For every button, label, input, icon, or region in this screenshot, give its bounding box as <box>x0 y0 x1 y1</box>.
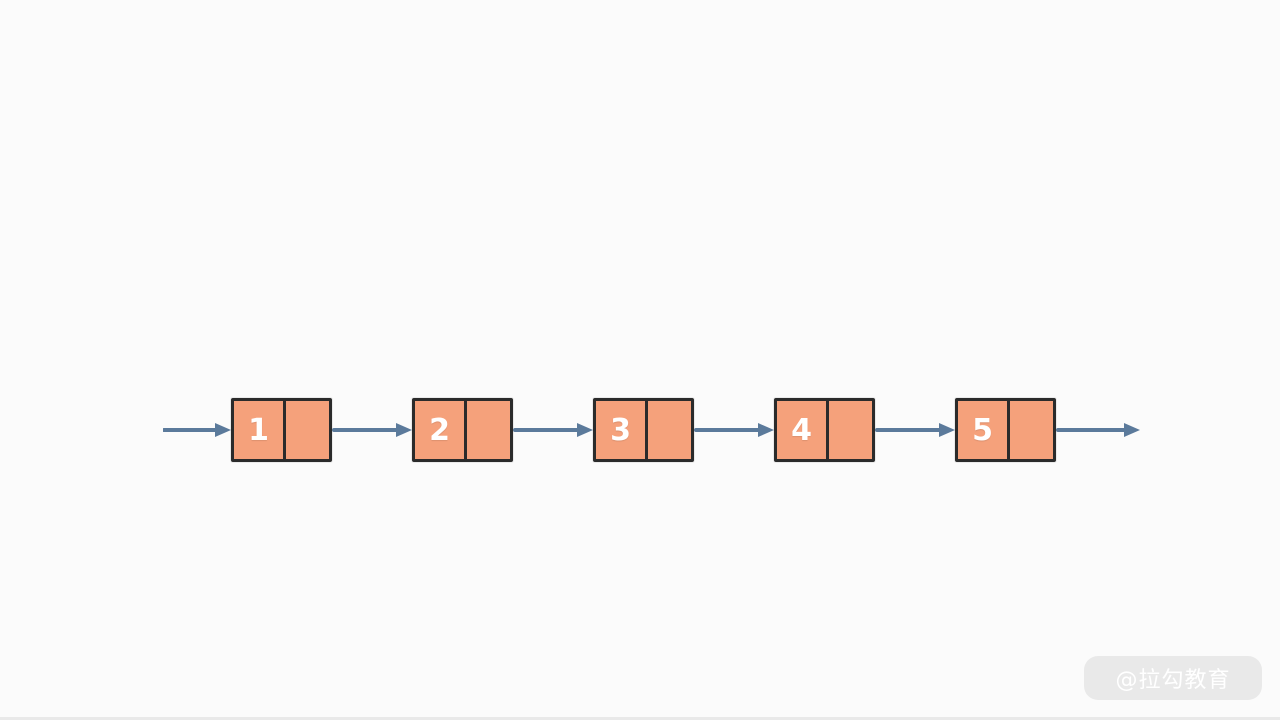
node-value: 5 <box>972 412 993 448</box>
watermark-text: @拉勾教育 <box>1115 668 1231 693</box>
list-node: 1 <box>231 398 332 462</box>
link-arrow-icon <box>513 423 593 437</box>
bottom-edge-divider <box>0 717 1280 720</box>
node-next-cell <box>648 401 691 459</box>
node-data-cell: 3 <box>596 401 648 459</box>
link-arrow-icon <box>332 423 412 437</box>
node-next-cell <box>286 401 329 459</box>
node-data-cell: 2 <box>415 401 467 459</box>
tail-arrow-icon <box>1056 423 1140 437</box>
node-value: 1 <box>248 412 269 448</box>
node-data-cell: 4 <box>777 401 829 459</box>
node-data-cell: 5 <box>958 401 1010 459</box>
node-next-cell <box>467 401 510 459</box>
list-node: 5 <box>955 398 1056 462</box>
list-node: 3 <box>593 398 694 462</box>
list-node: 2 <box>412 398 513 462</box>
head-arrow-icon <box>163 423 231 437</box>
link-arrow-icon <box>694 423 774 437</box>
node-value: 4 <box>791 412 812 448</box>
node-value: 2 <box>429 412 450 448</box>
linked-list-diagram: 1 2 3 4 <box>163 398 1140 462</box>
watermark-badge: @拉勾教育 <box>1084 656 1262 700</box>
node-data-cell: 1 <box>234 401 286 459</box>
link-arrow-icon <box>875 423 955 437</box>
node-next-cell <box>829 401 872 459</box>
node-value: 3 <box>610 412 631 448</box>
list-node: 4 <box>774 398 875 462</box>
node-next-cell <box>1010 401 1053 459</box>
